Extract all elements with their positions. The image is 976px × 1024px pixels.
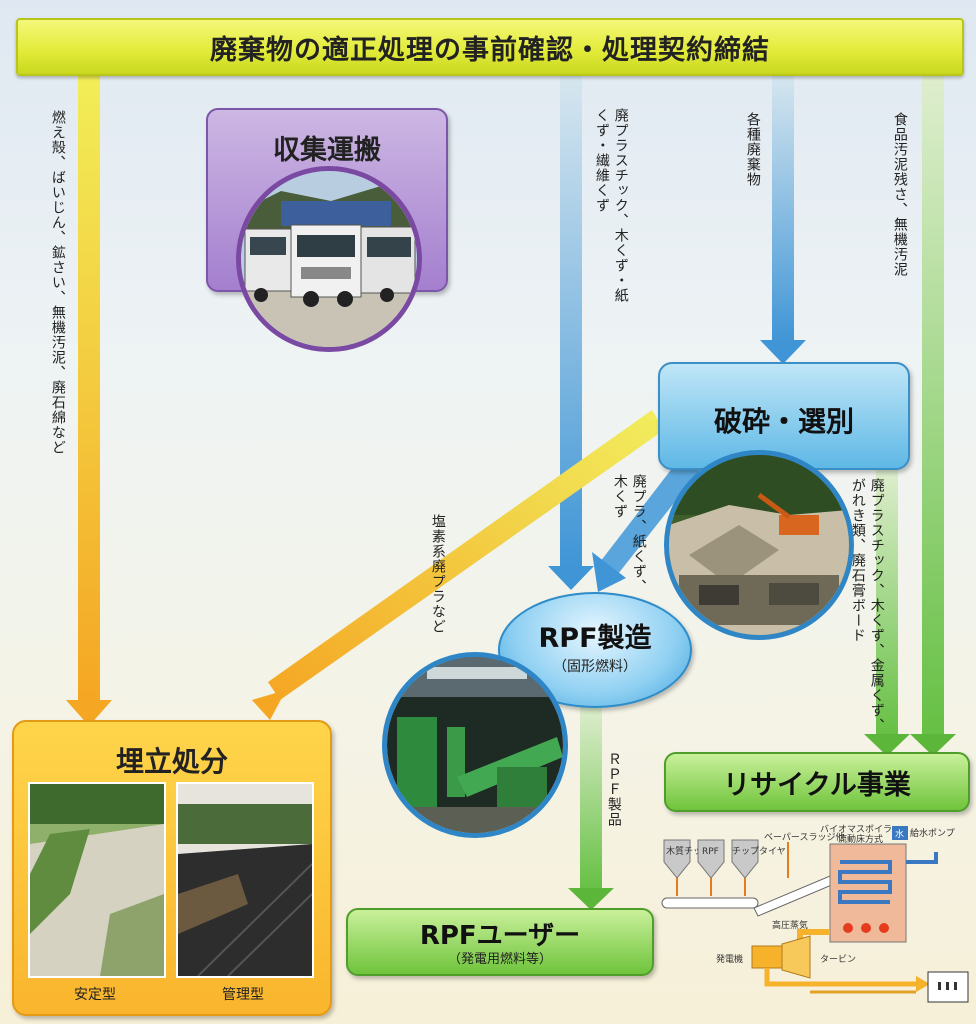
label-rpf-product: ＲＰＦ製品 — [605, 752, 622, 827]
arrow-crush-to-recycle — [864, 466, 910, 756]
generator — [751, 945, 783, 969]
arrow-food-sludge-to-recycle — [910, 72, 956, 756]
boiler-sublabel: 流動床方式 — [838, 833, 883, 845]
arrow-crush-to-rpf — [592, 458, 700, 592]
label-chlorine-plastic: 塩素系廃プラなど — [429, 514, 446, 634]
node-crush-sort-label: 破砕・選別 — [713, 405, 854, 438]
crushing-site-photo — [664, 450, 854, 640]
node-landfill: 埋立処分 安定型 管理型 — [12, 720, 332, 1016]
node-recycle-business: リサイクル事業 — [664, 752, 970, 812]
node-rpf-user-sublabel: （発電用燃料等） — [447, 952, 552, 967]
turbine — [781, 935, 811, 979]
node-collection-label: 収集運搬 — [273, 135, 381, 166]
node-rpf-sublabel: （固形燃料） — [553, 659, 637, 675]
water-label: 水 — [895, 828, 904, 840]
managed-landfill-label: 管理型 — [222, 987, 264, 1003]
label-plastic-wood-small: 廃プラ、紙くず、木くず — [611, 474, 647, 594]
biomass-plant-diagram: 木質チップ RPF チップタイヤ ベーパースラッジ他 バイオマスボイラー 流動床… — [661, 824, 969, 1003]
label-plastic-paper: 廃プラスチック、木くず・紙くず・繊維くず — [593, 108, 629, 303]
trucks-photo — [236, 166, 422, 352]
label-food-sludge: 食品汚泥残さ、無機汚泥 — [891, 112, 908, 277]
label-various-waste: 各種廃棄物 — [744, 112, 761, 187]
conveyor-lower — [661, 897, 759, 909]
arrow-to-crush-sort — [760, 72, 806, 364]
arrow-to-landfill-left — [66, 72, 112, 726]
node-rpf-user-label: RPFユーザー — [419, 921, 581, 951]
node-rpf-user: RPFユーザー （発電用燃料等） — [346, 908, 654, 976]
node-recycle-label: リサイクル事業 — [723, 770, 911, 801]
label-left-waste: 燃え殻、ばいじん、鉱さい、無機汚泥、廃石綿など — [49, 110, 66, 455]
stable-landfill-label: 安定型 — [74, 987, 116, 1003]
turbine-label: タービン — [820, 954, 856, 965]
node-crush-sort: 破砕・選別 — [658, 362, 910, 470]
steam-label: 高圧蒸気 — [772, 919, 808, 931]
managed-landfill-photo — [176, 782, 314, 978]
boiler-label: バイオマスボイラー — [820, 824, 901, 835]
hopper-chip-tire-label: チップタイヤ — [732, 846, 786, 857]
water-tank — [892, 826, 908, 840]
node-rpf-label: RPF製造 — [538, 623, 652, 654]
hopper-rpf-label: RPF — [702, 847, 719, 857]
hopper-rpf: RPF — [697, 839, 725, 896]
rpf-factory-photo — [382, 652, 568, 838]
hopper-chip-tire: チップタイヤ — [731, 839, 786, 896]
conveyor-incline — [753, 875, 835, 917]
label-recycle-items: 廃プラスチック、木くず、金属くず、がれき類、廃石膏ボード — [849, 478, 885, 733]
arrow-to-rpf-plastic — [548, 72, 594, 590]
conveyor-label: ベーパースラッジ他 — [764, 831, 844, 843]
node-landfill-label: 埋立処分 — [115, 745, 228, 778]
pump-label: 給水ポンプ — [910, 827, 955, 839]
arrow-crush-to-landfill — [252, 410, 664, 720]
arrow-rpf-to-user — [568, 704, 614, 910]
page-title: 廃棄物の適正処理の事前確認・処理契約締結 — [16, 18, 964, 76]
stable-landfill-photo — [28, 782, 166, 978]
generator-label: 発電機 — [716, 953, 743, 965]
